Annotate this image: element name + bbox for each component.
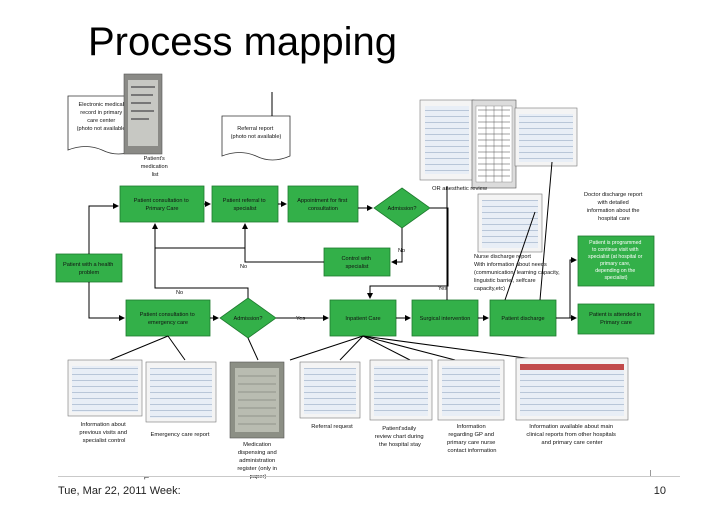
appointment-box: [287, 185, 359, 223]
consult-emergency-label: Patient consultation to emergency care: [140, 312, 197, 326]
gp-info-screenshot: [437, 359, 505, 421]
page-title: Process mapping: [88, 20, 398, 64]
caption-main-reports: Information available about main clinica…: [526, 424, 617, 446]
consult-primary-box: [119, 185, 205, 223]
label-no-mid: No: [240, 264, 247, 270]
medication-list-photo: [123, 73, 163, 155]
caption-medication-register: Medication dispensing and administration…: [237, 442, 278, 480]
footer-date: Tue, Mar 22, 2011 Week:: [58, 485, 181, 497]
main-reports-screenshot: [515, 357, 629, 421]
hospital-chart-photo: [471, 99, 517, 189]
emr-line-3: care center: [87, 118, 115, 124]
label-or-anesthetic: OR anesthetic review: [432, 186, 488, 192]
label-doctor-discharge: Doctor discharge report with detailed in…: [584, 192, 644, 222]
surgical-box: [411, 299, 479, 337]
referral-specialist-label: Patient referral to specialist: [223, 198, 267, 212]
appointment-label: Appointment for first consultation: [297, 198, 349, 212]
surgical-label: Surgical intervention: [420, 316, 471, 322]
consult-primary-label: Patient consultation to Primary Care: [134, 198, 191, 212]
caption-daily-review: Patient'sdaily review chart during the h…: [375, 426, 426, 448]
previous-visits-screenshot: [67, 359, 143, 417]
attended-box: [577, 303, 655, 335]
daily-review-screenshot: [369, 359, 433, 421]
anesthetic-review-screenshot: [419, 99, 475, 181]
label-yes-right: Yes: [438, 286, 447, 292]
caption-referral-request: Referral request: [311, 424, 353, 430]
health-problem-box: [55, 253, 123, 283]
footer-divider: [650, 470, 651, 476]
emergency-report-screenshot: [145, 361, 217, 423]
referral-specialist-box: [211, 185, 279, 223]
svg-text:Referral report (photo n: Referral report (photo not available): [231, 126, 282, 140]
inpatient-label: Inpatient Care: [345, 316, 380, 322]
label-yes-mid: Yes: [296, 316, 305, 322]
programmed-box: [577, 235, 655, 287]
emr-line-4: (photo not available): [77, 126, 128, 132]
attended-label: Patient is attended in Primary care: [589, 312, 643, 326]
svg-text:Electronic medical recor: Electronic medical record in primary car…: [77, 102, 128, 132]
control-specialist-label: Control with specialist: [341, 256, 372, 270]
label-no-left: No: [176, 290, 183, 296]
admission-bottom-label: Admission?: [234, 316, 263, 322]
referral-request-screenshot: [299, 361, 361, 419]
discharge-label: Patient discharge: [501, 316, 544, 322]
health-problem-label: Patient with a health problem: [63, 262, 115, 276]
medication-register-photo: [229, 361, 285, 439]
label-nurse-discharge: Nurse discharge report With information …: [474, 254, 561, 292]
caption-emergency-report: Emergency care report: [151, 432, 210, 438]
nurse-discharge-screenshot: [477, 193, 543, 253]
referral-report-document: Referral report (photo not available): [221, 115, 291, 161]
caption-previous-visits: Information about previous visits and sp…: [79, 422, 128, 444]
control-specialist-box: [323, 247, 391, 277]
emr-document: Electronic medical record in primary car…: [67, 95, 137, 155]
caption-gp-info: Information regarding GP and primary car…: [447, 424, 497, 454]
med-list-caption: Patient's medication list: [141, 156, 170, 178]
admission-top-label: Admission?: [388, 206, 417, 212]
connectors: [88, 161, 577, 361]
emr-line-2: record in primary: [80, 110, 122, 116]
label-no-top: No: [398, 248, 405, 254]
consult-emergency-box: [125, 299, 211, 337]
corner-mark: ⌐: [144, 472, 150, 482]
emr-line-1: Electronic medical: [79, 102, 124, 108]
footer-rule: [58, 476, 680, 477]
programmed-label: Patient is programmed to continue visit …: [588, 240, 644, 281]
page-number: 10: [653, 485, 666, 497]
doctor-discharge-screenshot: [514, 107, 578, 167]
